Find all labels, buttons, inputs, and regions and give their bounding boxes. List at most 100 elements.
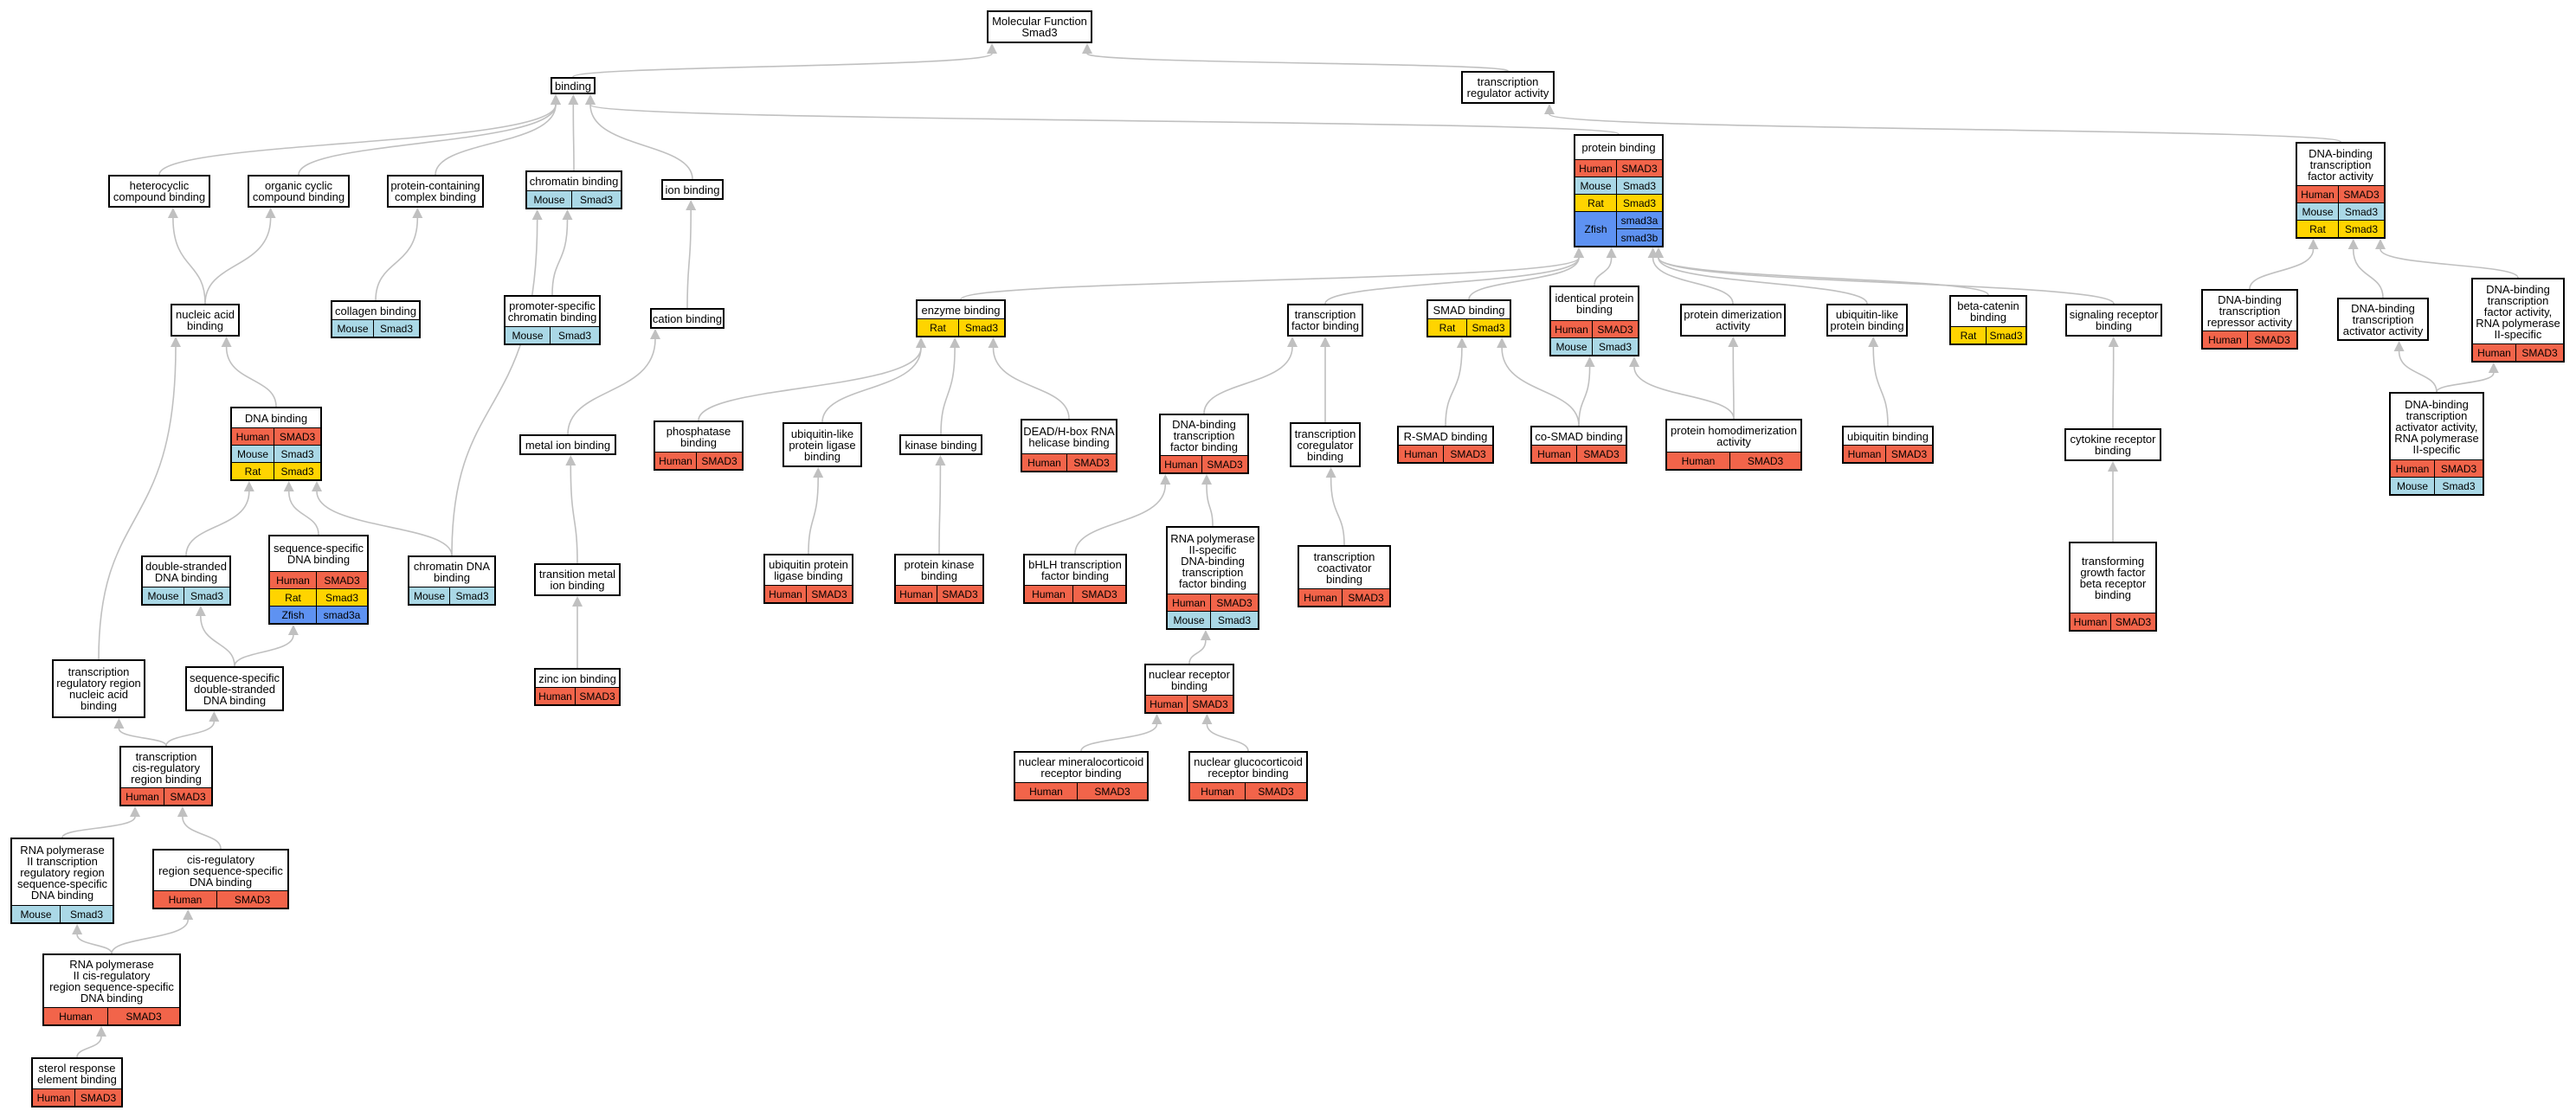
- go-term-node-tra[interactable]: transcription regulator activity: [1461, 71, 1555, 104]
- gene-cell: Smad3: [1987, 327, 2025, 343]
- go-term-node-tgfb[interactable]: transforming growth factor beta receptor…: [2069, 542, 2157, 632]
- go-term-node-activator[interactable]: DNA-binding transcription activator acti…: [2337, 298, 2429, 341]
- arrowhead-nglu-to-nucrec: [1201, 714, 1213, 724]
- organism-cell: Human: [1551, 321, 1593, 337]
- go-term-node-pol2spec[interactable]: DNA-binding transcription factor activit…: [2471, 278, 2565, 363]
- arrowhead-dbtfa-to-tra: [1544, 104, 1555, 114]
- go-term-label: cation binding: [652, 311, 723, 325]
- go-term-node-metal[interactable]: metal ion binding: [519, 434, 616, 455]
- gene-cell: Smad3: [184, 587, 229, 604]
- go-term-node-tfb[interactable]: transcription factor binding: [1287, 304, 1363, 337]
- go-term-node-pol2cis[interactable]: RNA polymerase II cis-regulatory region …: [42, 953, 181, 1026]
- organism-cell: Human: [270, 572, 317, 588]
- go-term-node-coreg[interactable]: transcription coregulator binding: [1290, 422, 1361, 467]
- edge-chromb-to-binding: [572, 104, 575, 171]
- arrowhead-ubiq-to-ublike: [1868, 337, 1879, 347]
- go-term-label: cis-regulatory region sequence-specific …: [158, 852, 283, 889]
- arrowhead-tcrrb-to-ssdsdna: [209, 711, 220, 722]
- go-term-node-hetero[interactable]: heterocyclic compound binding: [108, 175, 210, 208]
- go-term-node-binding[interactable]: binding: [551, 77, 596, 94]
- gene-cell: Smad3: [1467, 319, 1510, 336]
- go-term-label: sequence-specific DNA binding: [273, 542, 364, 566]
- organism-cell: Human: [896, 586, 937, 602]
- go-term-node-root[interactable]: Molecular Function Smad3: [987, 10, 1092, 43]
- go-term-label: sterol response element binding: [37, 1062, 117, 1086]
- go-term-node-cation[interactable]: cation binding: [650, 308, 724, 329]
- go-term-label: transcription coregulator binding: [1294, 427, 1356, 463]
- go-term-node-pol2trr[interactable]: RNA polymerase II transcription regulato…: [10, 838, 114, 924]
- go-term-node-cytorec[interactable]: cytokine receptor binding: [2064, 428, 2161, 461]
- gene-cell: Smad3: [1211, 612, 1258, 628]
- go-term-node-tcrrb[interactable]: transcription cis-regulatory region bind…: [119, 746, 213, 806]
- go-term-node-sigrec[interactable]: signaling receptor binding: [2065, 304, 2162, 337]
- go-term-node-dbtfb[interactable]: DNA-binding transcription factor binding…: [1159, 414, 1249, 474]
- go-term-node-pccb[interactable]: protein-containing complex binding: [387, 175, 484, 208]
- go-term-node-ssdsdna[interactable]: sequence-specific double-stranded DNA bi…: [185, 666, 284, 711]
- go-term-node-nmin[interactable]: nuclear mineralocorticoid receptor bindi…: [1014, 751, 1149, 801]
- go-term-node-ubliglig[interactable]: ubiquitin-like protein ligase binding: [782, 422, 862, 467]
- arrowhead-sigrec-to-protbind: [1653, 247, 1664, 258]
- go-term-node-transmetal[interactable]: transition metal ion binding: [534, 563, 621, 596]
- go-term-node-organic[interactable]: organic cyclic compound binding: [248, 175, 350, 208]
- organism-cell: Rat: [1575, 195, 1617, 211]
- go-term-node-nucleic[interactable]: nucleic acid binding: [171, 304, 240, 337]
- organism-cell: Rat: [270, 589, 317, 606]
- organism-cell: Human: [1299, 589, 1343, 606]
- gene-cell: SMAD3: [274, 428, 320, 445]
- organism-cell: Mouse: [332, 320, 374, 337]
- gene-cell: SMAD3: [75, 1089, 121, 1106]
- arrowhead-kinase-to-enzyme: [950, 337, 961, 348]
- gene-cell: Smad3: [959, 319, 1004, 336]
- go-term-node-activpol2[interactable]: DNA-binding transcription activator acti…: [2389, 392, 2484, 496]
- organism-cell: Mouse: [12, 906, 61, 922]
- arrowhead-repressor-to-dbtfa: [2308, 239, 2319, 249]
- go-term-node-pol2dbtf[interactable]: RNA polymerase II-specific DNA-binding t…: [1166, 526, 1259, 630]
- go-term-node-ublike[interactable]: ubiquitin-like protein binding: [1826, 304, 1908, 337]
- edge-activpol2-to-pol2spec: [2436, 372, 2495, 393]
- go-term-node-repressor[interactable]: DNA-binding transcription repressor acti…: [2201, 289, 2298, 350]
- go-term-node-dimer[interactable]: protein dimerization activity: [1680, 304, 1786, 337]
- go-term-node-trrna[interactable]: transcription regulatory region nucleic …: [52, 659, 145, 718]
- go-term-node-dbtfa[interactable]: DNA-binding transcription factor activit…: [2296, 142, 2386, 239]
- go-term-node-ionb[interactable]: ion binding: [661, 179, 724, 200]
- organism-cell: Human: [2473, 344, 2516, 361]
- go-term-node-kinase[interactable]: kinase binding: [899, 434, 982, 455]
- go-term-label: RNA polymerase II cis-regulatory region …: [49, 958, 174, 1005]
- go-term-node-cisreg[interactable]: cis-regulatory region sequence-specific …: [152, 849, 289, 909]
- organism-cell: Human: [2297, 186, 2339, 202]
- arrowhead-protbind-to-binding: [585, 94, 596, 105]
- edge-tfb-to-protbind: [1324, 257, 1580, 305]
